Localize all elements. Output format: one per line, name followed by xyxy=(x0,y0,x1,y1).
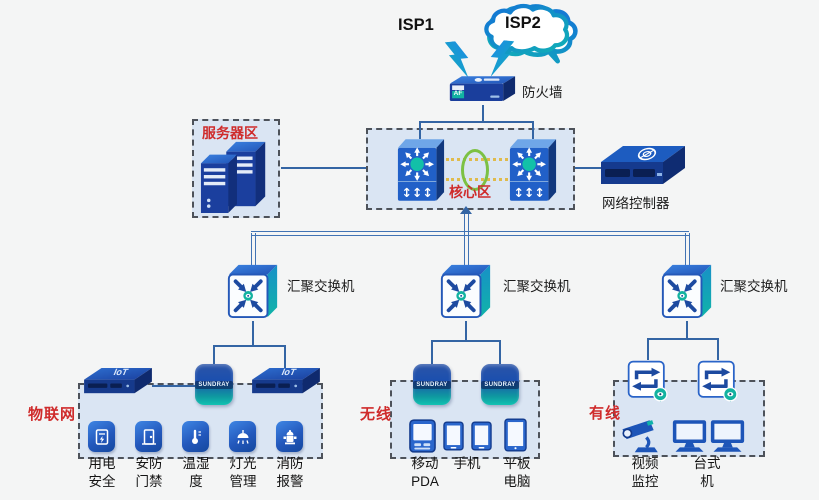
wireless-ap-brand: SUNDRAY xyxy=(481,380,519,389)
connector-line xyxy=(213,345,215,365)
aggregation-switch-3-label: 汇聚交换机 xyxy=(720,279,788,294)
connector-line xyxy=(251,233,256,265)
network-controller-label: 网络控制器 xyxy=(602,196,670,211)
connector-line xyxy=(647,338,718,340)
network-controller-icon xyxy=(601,146,685,190)
phone-icon xyxy=(471,421,492,451)
temp-humidity-icon xyxy=(182,421,209,452)
connector-line xyxy=(213,345,286,347)
power-safety-icon xyxy=(88,421,115,452)
isp1-label: ISP1 xyxy=(398,16,434,34)
connector-line xyxy=(686,321,688,338)
connector-line xyxy=(281,167,366,169)
aggregation-switch-icon xyxy=(225,261,281,321)
connector-line xyxy=(685,233,690,265)
device-label: 台式机 xyxy=(693,456,721,489)
connector-line xyxy=(499,340,501,365)
wireless-ap-icon: SUNDRAY xyxy=(481,364,519,405)
connector-line xyxy=(431,340,500,342)
camera-icon xyxy=(620,416,666,454)
fire-alarm-icon xyxy=(276,421,303,452)
stack-ring-icon xyxy=(461,149,489,191)
desktop-icon xyxy=(710,419,745,453)
aggregation-switch-icon xyxy=(659,261,715,321)
core-switch-1 xyxy=(396,136,446,204)
iot-gateway-label: IoT xyxy=(280,367,297,377)
device-label: 温湿度 xyxy=(182,456,210,489)
connector-line xyxy=(419,121,421,139)
device-label: 手机 xyxy=(453,456,481,471)
network-controller xyxy=(601,146,685,190)
tablet-icon xyxy=(504,418,527,452)
wireless-zone-label: 无线 xyxy=(360,406,393,423)
connector-line xyxy=(717,338,719,360)
pda-icon xyxy=(409,419,436,453)
aggregation-switch-3 xyxy=(659,261,715,321)
iot-zone-label: 物联网 xyxy=(28,406,77,423)
connector-line xyxy=(431,340,433,365)
access-switch-icon xyxy=(696,359,740,403)
phone-icon xyxy=(443,421,464,451)
aggregation-switch-icon xyxy=(438,261,494,321)
firewall-label: 防火墙 xyxy=(522,85,563,100)
connector-line xyxy=(251,231,689,236)
iot-gateway-1: IoT xyxy=(84,367,152,399)
iot-gateway-label: IoT xyxy=(112,367,129,377)
isp2-label: ISP2 xyxy=(505,14,541,32)
wired-zone-label: 有线 xyxy=(589,405,622,422)
connector-line xyxy=(465,321,467,340)
wireless-ap-icon: SUNDRAY xyxy=(413,364,451,405)
wireless-ap-icon: SUNDRAY xyxy=(195,364,233,405)
aggregation-switch-1 xyxy=(225,261,281,321)
desktop-icon xyxy=(672,419,707,453)
device-label: 视频监控 xyxy=(631,456,659,489)
aggregation-switch-1-label: 汇聚交换机 xyxy=(287,279,355,294)
aggregation-switch-2 xyxy=(438,261,494,321)
device-label: 消防报警 xyxy=(276,456,304,489)
firewall-af-badge: AF xyxy=(453,90,463,97)
device-label: 用电安全 xyxy=(88,456,116,489)
device-label: 灯光管理 xyxy=(229,456,257,489)
connector-line xyxy=(419,121,534,123)
core-zone-label: 核心区 xyxy=(449,184,491,200)
core-switch-icon xyxy=(396,136,446,204)
device-label: 安防门禁 xyxy=(135,456,163,489)
wireless-ap-brand: SUNDRAY xyxy=(195,380,233,389)
iot-gateway-2: IoT xyxy=(252,367,320,399)
firewall-device: AF xyxy=(448,75,516,105)
connector-line xyxy=(464,210,469,265)
connector-line xyxy=(284,345,286,369)
connector-line xyxy=(252,321,254,345)
device-label: 平板电脑 xyxy=(503,456,531,489)
connector-line xyxy=(152,385,195,387)
connector-line xyxy=(575,167,602,169)
core-switch-2 xyxy=(508,136,558,204)
access-control-icon xyxy=(135,421,162,452)
aggregation-switch-2-label: 汇聚交换机 xyxy=(503,279,571,294)
access-switch-icon xyxy=(626,359,670,403)
lighting-icon xyxy=(229,421,256,452)
connector-line xyxy=(532,121,534,139)
wireless-ap-brand: SUNDRAY xyxy=(413,380,451,389)
server-rack-icon xyxy=(199,138,273,214)
server-zone-label: 服务器区 xyxy=(202,125,258,141)
connector-line xyxy=(482,105,484,122)
core-switch-icon xyxy=(508,136,558,204)
connector-line xyxy=(647,338,649,360)
connector-arrow xyxy=(460,206,472,214)
lightning-icon xyxy=(487,39,515,79)
server-rack xyxy=(199,138,273,214)
